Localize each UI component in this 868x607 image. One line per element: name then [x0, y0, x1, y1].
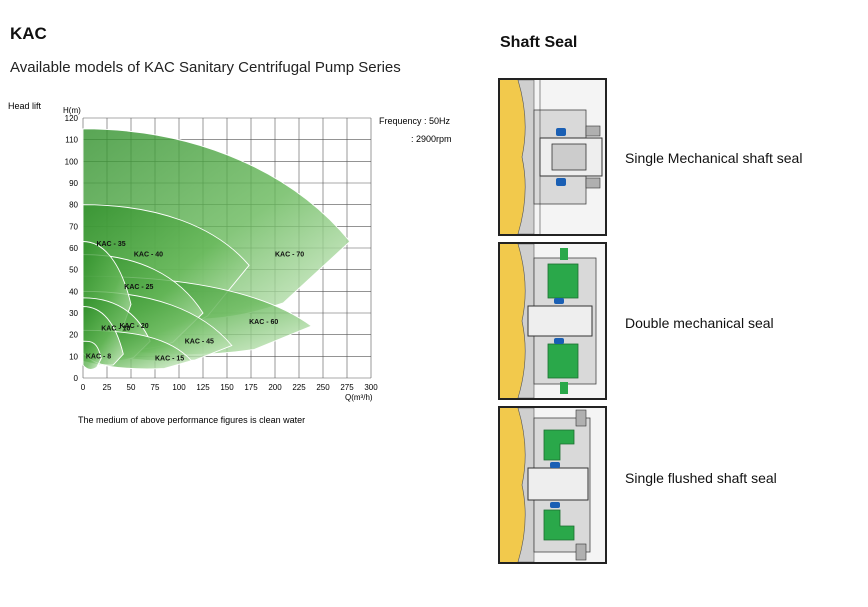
y-tick-label: 30 — [69, 309, 78, 318]
y-tick-label: 120 — [65, 114, 79, 123]
x-tick-label: 75 — [151, 383, 160, 392]
x-tick-label: 25 — [103, 383, 112, 392]
curve-label: KAC - 25 — [124, 284, 153, 291]
x-tick-label: 50 — [127, 383, 136, 392]
single-flushed-seal-label: Single flushed shaft seal — [625, 470, 777, 486]
x-tick-label: 200 — [268, 383, 282, 392]
x-tick-label: 175 — [244, 383, 258, 392]
single-mechanical-seal-drawing — [498, 78, 607, 236]
y-tick-label: 60 — [69, 244, 78, 253]
curve-label: KAC - 45 — [185, 338, 214, 345]
page-title: KAC — [10, 24, 47, 43]
curve-label: KAC - 40 — [134, 252, 163, 259]
rpm-annotation: : 2900rpm — [411, 134, 452, 144]
y-tick-label: 20 — [69, 331, 78, 340]
x-tick-label: 225 — [292, 383, 306, 392]
shaft-seal-title: Shaft Seal — [500, 34, 578, 51]
axis-ticks: 0 25 50 75 100 125 150 175 200 225 250 275 300 0 10 20 3… — [65, 114, 379, 392]
single-flushed-seal-drawing — [498, 406, 607, 564]
y-tick-label: 100 — [65, 157, 79, 166]
y-tick-label: 90 — [69, 179, 78, 188]
curve-label: KAC - 60 — [249, 319, 278, 326]
curve-label: KAC - 70 — [275, 252, 304, 259]
x-tick-label: 150 — [220, 383, 234, 392]
single-mechanical-seal-label: Single Mechanical shaft seal — [625, 150, 803, 166]
curve-label: KAC - 8 — [86, 354, 111, 361]
performance-chart: KAC - 70 KAC - 40 KAC - 60 KAC - 25 KAC - 45… — [8, 101, 452, 425]
curve-labels: KAC - 70 KAC - 40 KAC - 60 KAC - 25 KAC - 45… — [86, 241, 304, 363]
page-subtitle: Available models of KAC Sanitary Centrif… — [10, 59, 401, 76]
x-axis-label: Q(m³/h) — [345, 393, 373, 402]
y-side-label: Head lift — [8, 101, 42, 111]
x-tick-label: 275 — [340, 383, 354, 392]
y-tick-label: 10 — [69, 352, 78, 361]
curve-label: KAC - 20 — [119, 323, 148, 330]
curve-area — [82, 340, 102, 370]
y-axis-label: H(m) — [63, 106, 81, 115]
y-tick-label: 110 — [65, 136, 78, 145]
y-tick-label: 40 — [69, 287, 78, 296]
x-tick-label: 250 — [316, 383, 330, 392]
chart-footnote: The medium of above performance figures … — [78, 415, 305, 425]
x-tick-label: 100 — [172, 383, 186, 392]
frequency-annotation: Frequency : 50Hz — [379, 116, 451, 126]
x-tick-label: 300 — [364, 383, 378, 392]
curve-label: KAC - 10 — [101, 325, 130, 332]
double-mechanical-seal-drawing — [498, 242, 607, 400]
curve-label: KAC - 15 — [155, 356, 184, 363]
curve-label: KAC - 35 — [96, 241, 125, 248]
y-tick-label: 70 — [69, 222, 78, 231]
double-mechanical-seal-label: Double mechanical seal — [625, 315, 774, 331]
x-tick-label: 125 — [196, 383, 210, 392]
y-tick-label: 50 — [69, 266, 78, 275]
y-tick-label: 0 — [74, 374, 79, 383]
curve-areas — [82, 128, 351, 370]
x-tick-label: 0 — [81, 383, 86, 392]
y-tick-label: 80 — [69, 201, 78, 210]
